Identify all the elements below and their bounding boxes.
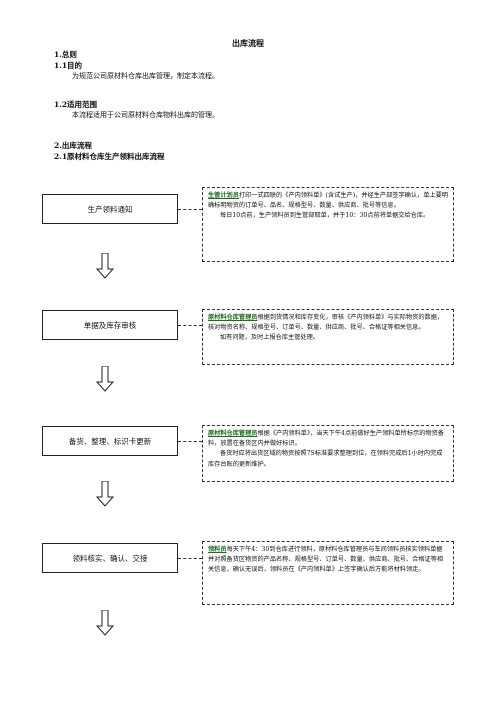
role-label: 原材料仓库管理员 bbox=[208, 314, 258, 321]
desc-text: 打印一式四联的《产内领料单》(含试生产)，并经生产部签字确认，单上要明确标明物资… bbox=[208, 192, 448, 210]
down-arrow-icon bbox=[96, 366, 114, 392]
section-heading-1: 1.总则 bbox=[54, 50, 77, 59]
desc-text: 每天下午4：30到仓库进行领料，原材料仓库管理员与车间领料员核实领料单据并对照备… bbox=[208, 546, 444, 574]
desc-text: 根据《产内领料单》，当天下午4点前做好生产领料单所标示的物资备料，放置在备货区内… bbox=[208, 430, 444, 448]
desc-text: 根据到货情况和库存变化，审核《产内领料单》与实际物资的数据，核对物资名称、规格型… bbox=[208, 314, 444, 332]
step-box-document-review: 单据及库存审核 bbox=[42, 310, 178, 340]
desc-text: 备货时应将出货区域的物资按照7S标准要求整理到位，在领料完成后1小时内完成库存台… bbox=[208, 450, 443, 468]
step-box-handover: 领料核实、确认、交接 bbox=[42, 543, 178, 573]
connector-line bbox=[178, 441, 202, 442]
step-desc-document-review: 原材料仓库管理员根据到货情况和库存变化，审核《产内领料单》与实际物资的数据，核对… bbox=[202, 309, 454, 365]
purpose-text: 为规范公司原材料仓库出库管理，制定本流程。 bbox=[72, 72, 219, 80]
desc-text: 每日10点前，生产领料员到生管部取单，并于10：30点前将单据交给仓库。 bbox=[220, 212, 430, 220]
down-arrow-icon bbox=[96, 481, 114, 507]
step-desc-stock-prep: 原材料仓库管理员根据《产内领料单》，当天下午4点前做好生产领料单所标示的物资备料… bbox=[202, 425, 454, 482]
section-heading-2-1: 2.1原材料仓库生产领料出库流程 bbox=[54, 152, 165, 161]
down-arrow-icon bbox=[96, 610, 114, 636]
role-label: 领料员 bbox=[208, 546, 227, 553]
section-heading-1-2: 1.2适用范围 bbox=[54, 100, 98, 109]
connector-line bbox=[178, 209, 202, 210]
step-desc-handover: 领料员每天下午4：30到仓库进行领料，原材料仓库管理员与车间领料员核实领料单据并… bbox=[202, 541, 454, 605]
down-arrow-icon bbox=[96, 253, 114, 279]
desc-text: 如有问题，及时上报仓库主管处理。 bbox=[220, 334, 319, 342]
scope-text: 本流程适用于公司原材料仓库物料出库的管理。 bbox=[72, 111, 219, 119]
step-box-production-notice: 生产领料通知 bbox=[42, 194, 178, 224]
role-label: 原材料仓库管理员 bbox=[208, 430, 258, 437]
role-label: 生管计划员 bbox=[208, 192, 239, 199]
step-box-stock-prep: 备货、整理、标识卡更新 bbox=[42, 426, 178, 456]
page-title: 出库流程 bbox=[232, 38, 264, 48]
section-heading-1-1: 1.1目的 bbox=[54, 61, 83, 70]
step-desc-production-notice: 生管计划员打印一式四联的《产内领料单》(含试生产)，并经生产部签字确认，单上要明… bbox=[202, 187, 454, 262]
connector-line bbox=[178, 325, 202, 326]
section-heading-2: 2.出库流程 bbox=[54, 141, 92, 150]
connector-line bbox=[178, 558, 202, 559]
